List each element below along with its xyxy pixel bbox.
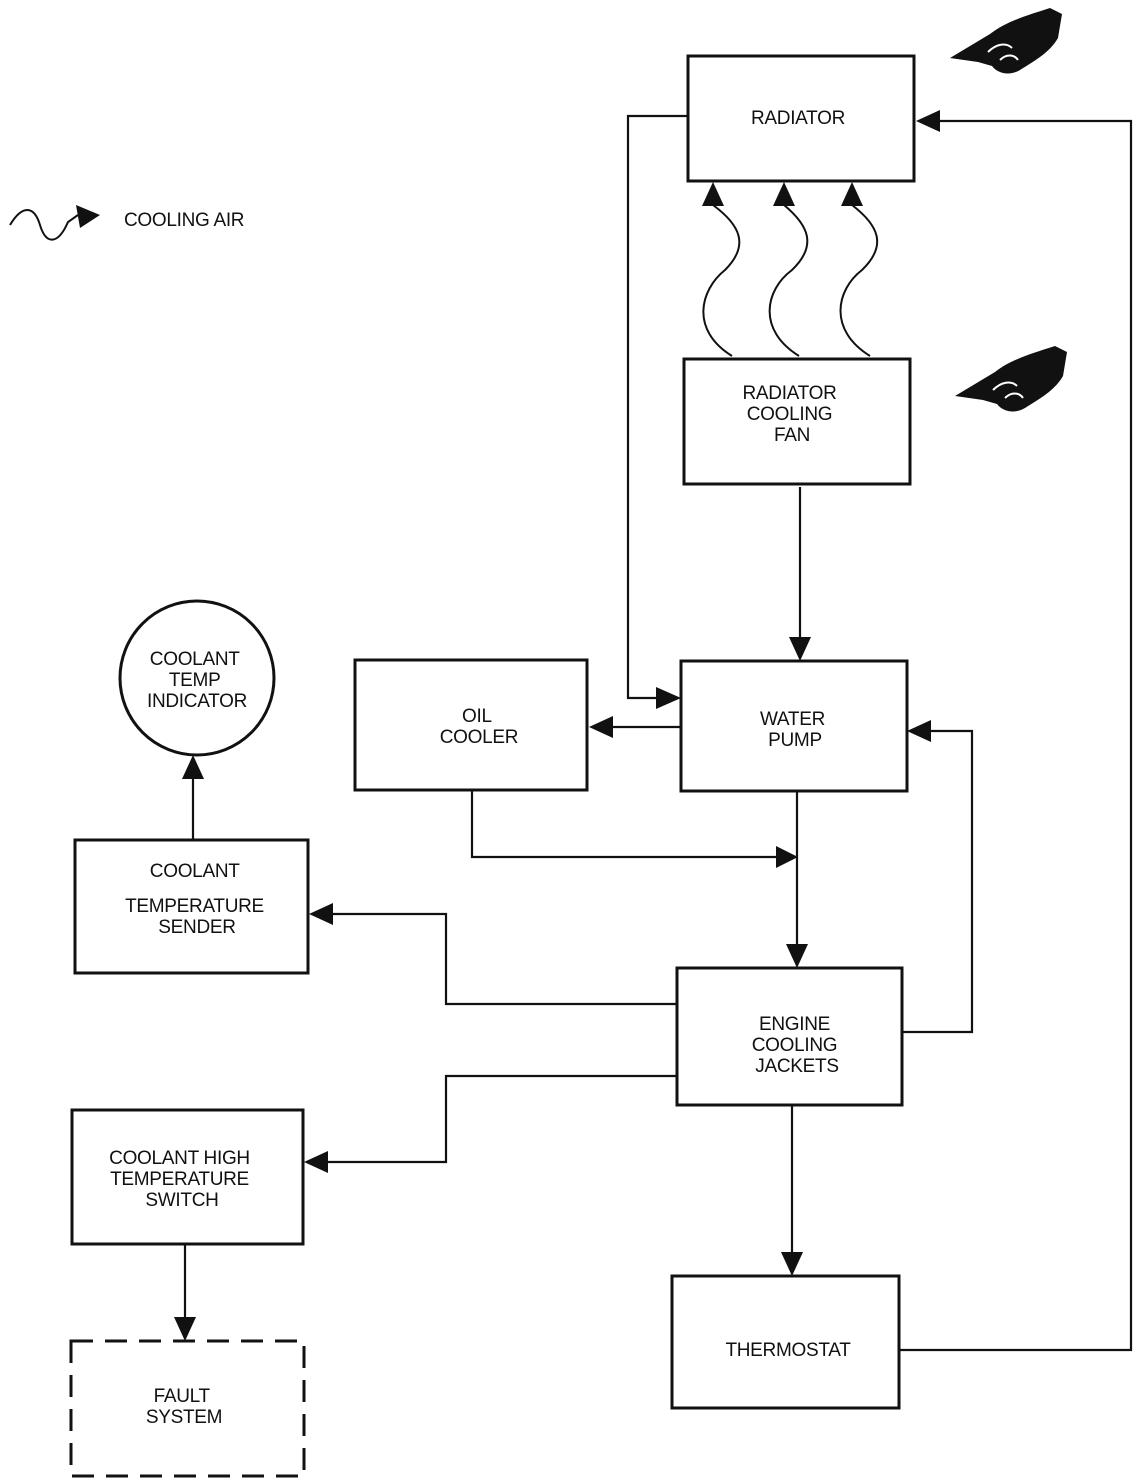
high-temp-switch-box (70, 1108, 305, 1246)
flow-jackets-to-sender (332, 912, 677, 1006)
cooling-jackets-box (675, 966, 904, 1107)
oil-cooler-box (353, 658, 589, 792)
fault-system-label: FAULT SYSTEM (146, 1386, 222, 1428)
flow-jackets-to-switch (327, 1074, 677, 1164)
arrow-into-indicator (182, 755, 204, 779)
temp-indicator-label: COOLANT TEMP INDICATOR (147, 649, 247, 712)
arrow-into-sender (309, 903, 333, 925)
cooling-air-arrowhead (76, 205, 100, 228)
arrow-into-thermostat (781, 1252, 803, 1276)
temp-sender-box (73, 838, 310, 975)
arrow-into-fault-system (174, 1317, 196, 1341)
radiator-label: RADIATOR (751, 108, 845, 129)
coolant-flows (174, 110, 1133, 1352)
cooling-air-arrow-1 (702, 182, 724, 206)
cooling-air-wave-3 (839, 204, 879, 357)
arrow-into-water-pump-right (907, 720, 931, 742)
water-pump-box (679, 659, 909, 793)
arrow-into-jackets (786, 944, 808, 968)
flow-radiator-to-pump (626, 114, 688, 700)
arrow-into-oil-cooler (589, 716, 613, 738)
temp-sender-label: COOLANT TEMPERATURE SENDER (125, 861, 269, 938)
pointing-hand-icon (950, 8, 1062, 74)
cooling-air-arrow-2 (773, 182, 795, 206)
arrow-into-water-pump-left (656, 687, 681, 709)
flow-thermostat-to-radiator (899, 119, 1133, 1352)
flow-oil-cooler-to-junction (470, 790, 776, 859)
radiator-fan-label: RADIATOR COOLING FAN (742, 383, 841, 446)
radiator-fan-box (682, 357, 912, 486)
pointing-hand-icon (955, 346, 1067, 412)
cooling-jackets-label: ENGINE COOLING JACKETS (752, 1014, 843, 1077)
cooling-air-wave-icon (9, 209, 79, 241)
cooling-air-legend: COOLING AIR (9, 205, 245, 241)
cooling-air-wave-2 (768, 204, 809, 357)
arrow-into-switch (304, 1151, 328, 1173)
legend-label: COOLING AIR (124, 210, 244, 231)
radiator-box (686, 54, 916, 183)
cooling-air-arrow-3 (841, 182, 863, 206)
arrow-into-junction (776, 846, 798, 868)
thermostat-box (670, 1274, 901, 1410)
temp-indicator-circle (118, 599, 276, 757)
water-pump-label: WATER PUMP (760, 709, 830, 751)
thermostat-label: THERMOSTAT (725, 1340, 851, 1361)
high-temp-switch-label: COOLANT HIGH TEMPERATURE SWITCH (109, 1148, 255, 1211)
cooling-air-flows (702, 182, 879, 357)
cooling-air-wave-1 (702, 204, 741, 357)
fault-system-box (69, 1339, 306, 1478)
flow-jackets-to-pump (902, 729, 974, 1034)
arrow-into-water-pump-top (789, 637, 811, 661)
oil-cooler-label: OIL COOLER (440, 706, 518, 748)
arrow-into-radiator (916, 110, 940, 132)
